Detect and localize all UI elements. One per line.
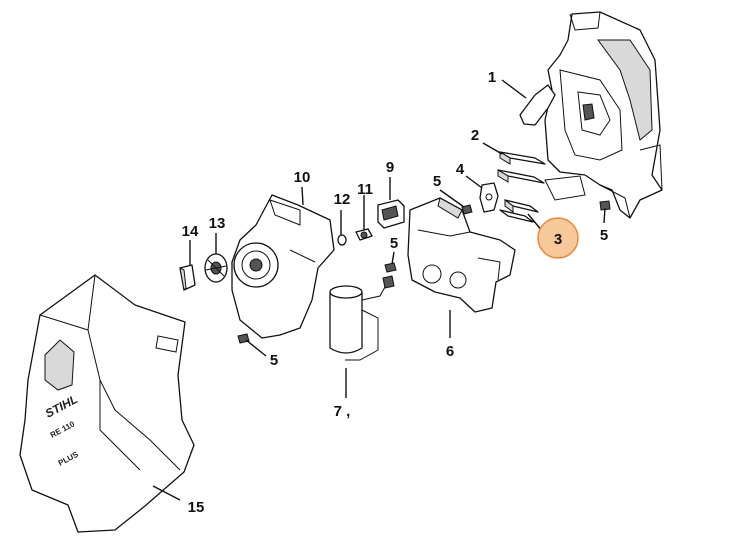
part-1-handle <box>519 84 556 126</box>
svg-text:6: 6 <box>446 343 454 360</box>
leader-2 <box>482 142 503 155</box>
svg-text:5: 5 <box>390 235 398 252</box>
svg-text:11: 11 <box>357 181 373 198</box>
svg-text:2: 2 <box>471 127 479 144</box>
label-12[interactable]: 12 <box>334 191 351 208</box>
part-9-switch <box>377 199 405 229</box>
part-1-housing-frame <box>544 11 663 219</box>
svg-text:1: 1 <box>488 69 496 86</box>
part-12-washer <box>337 234 347 246</box>
leader-15 <box>152 485 181 501</box>
label-4[interactable]: 4 <box>456 161 465 178</box>
part-14-cap <box>179 264 196 292</box>
svg-text:5: 5 <box>270 352 278 369</box>
part-15-front-cover <box>19 274 195 533</box>
label-7[interactable]: 7 , <box>334 403 351 420</box>
leader-1 <box>501 79 527 99</box>
label-6[interactable]: 6 <box>446 343 454 360</box>
part-6-motor-housing <box>407 197 516 313</box>
svg-text:7 ,: 7 , <box>334 403 351 420</box>
label-5-b[interactable]: 5 <box>600 227 608 244</box>
part-7-capacitor <box>329 275 395 361</box>
svg-text:10: 10 <box>294 169 311 186</box>
leader-5c <box>391 251 395 265</box>
part-13-fan-wheel <box>204 253 228 283</box>
svg-text:14: 14 <box>182 223 199 240</box>
part-4-bracket <box>479 182 499 213</box>
leader-4 <box>465 175 483 189</box>
label-15[interactable]: 15 <box>188 499 205 516</box>
svg-text:3: 3 <box>554 231 562 248</box>
label-5-d[interactable]: 5 <box>270 352 278 369</box>
leader-5b <box>603 207 606 224</box>
leader-10 <box>301 186 304 206</box>
label-13[interactable]: 13 <box>209 215 226 232</box>
svg-text:12: 12 <box>334 191 351 208</box>
svg-text:5: 5 <box>600 227 608 244</box>
label-2[interactable]: 2 <box>471 127 479 144</box>
part-3-strips <box>499 199 539 223</box>
part-5-screw-c <box>384 262 397 273</box>
label-10[interactable]: 10 <box>294 169 311 186</box>
leader-5a <box>439 189 465 208</box>
part-11-connector <box>355 228 373 241</box>
label-9[interactable]: 9 <box>386 159 394 176</box>
part-5-screw-a <box>461 204 473 215</box>
label-14[interactable]: 14 <box>182 223 199 240</box>
leader-lines <box>152 79 606 501</box>
label-11[interactable]: 11 <box>357 181 373 198</box>
part-10-fan-housing <box>231 194 335 339</box>
label-5-a[interactable]: 5 <box>433 173 441 190</box>
part-5-screw-b <box>599 200 611 211</box>
svg-text:5: 5 <box>433 173 441 190</box>
svg-text:4: 4 <box>456 161 465 178</box>
label-1[interactable]: 1 <box>488 69 496 86</box>
svg-text:9: 9 <box>386 159 394 176</box>
label-5-c[interactable]: 5 <box>390 235 398 252</box>
label-3-highlighted[interactable]: 3 <box>537 217 579 259</box>
svg-text:15: 15 <box>188 499 205 516</box>
part-2-strips <box>497 151 546 184</box>
svg-text:13: 13 <box>209 215 226 232</box>
leader-5d <box>245 339 267 357</box>
highlight-circle <box>537 217 579 259</box>
